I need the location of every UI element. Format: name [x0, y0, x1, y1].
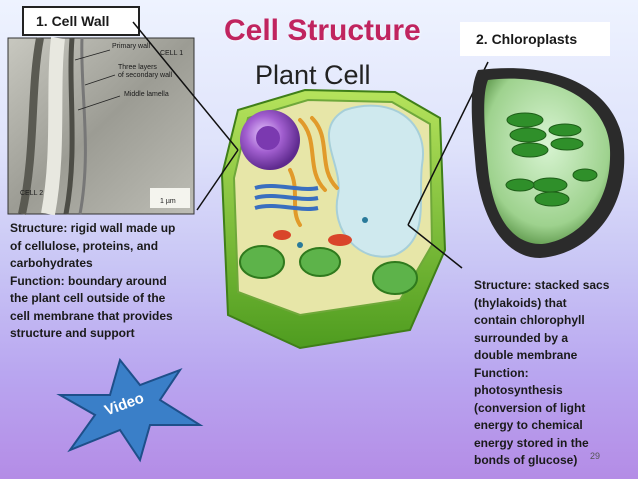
cell-wall-heading: 1. Cell Wall — [36, 13, 110, 29]
micrograph-label-primary-wall: Primary wall — [112, 43, 151, 50]
chloroplasts-heading: 2. Chloroplasts — [476, 31, 578, 47]
slide-title: Cell Structure — [224, 14, 421, 47]
chloroplasts-label-box — [460, 22, 610, 56]
cell-wall-label-box — [22, 6, 140, 36]
micrograph-label-middle-lamella: Middle lamella — [124, 91, 169, 98]
micrograph-label-three-layers: Three layers of secondary wall — [118, 64, 173, 79]
cell-wall-description: Structure: rigid wall made up of cellulo… — [10, 221, 176, 340]
page-number: 29 — [590, 451, 601, 461]
micrograph-label-scale: 1 µm — [160, 198, 176, 205]
micrograph-label-cell2: CELL 2 — [20, 190, 44, 197]
slide-subtitle: Plant Cell — [255, 60, 371, 90]
chloroplasts-description: Structure: stacked sacs (thylakoids) tha… — [474, 278, 610, 467]
micrograph-label-cell1: CELL 1 — [160, 50, 184, 57]
